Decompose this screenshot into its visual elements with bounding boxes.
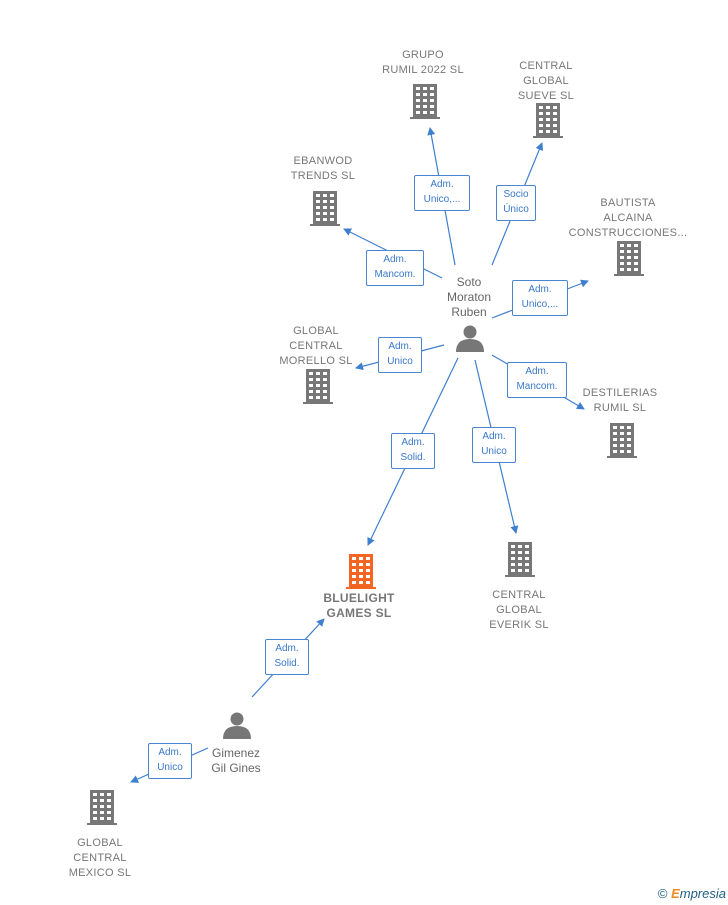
company-label-destilerias[interactable]: DESTILERIAS RUMIL SL bbox=[582, 387, 658, 414]
edge-label-soto-everik[interactable]: Adm. Unico bbox=[472, 427, 516, 463]
edge-label-soto-bluelight[interactable]: Adm. Solid. bbox=[391, 433, 435, 469]
edge-label-soto-ebanwod[interactable]: Adm. Mancom. bbox=[366, 250, 424, 286]
edge-label-gimenez-bluelight[interactable]: Adm. Solid. bbox=[265, 639, 309, 675]
building-icon-destilerias[interactable] bbox=[607, 423, 637, 458]
building-icon-bautista[interactable] bbox=[614, 241, 644, 276]
empresia-logo: © Empresia bbox=[657, 886, 726, 901]
building-icon-mexico[interactable] bbox=[87, 790, 117, 825]
building-icon-everik[interactable] bbox=[505, 542, 535, 577]
company-label-ebanwod[interactable]: EBANWOD TRENDS SL bbox=[290, 155, 356, 182]
edge-label-soto-bautista[interactable]: Adm. Unico,... bbox=[512, 280, 568, 316]
company-label-mexico[interactable]: GLOBAL CENTRAL MEXICO SL bbox=[68, 837, 132, 879]
building-icon-morello[interactable] bbox=[303, 369, 333, 404]
building-icon-ebanwod[interactable] bbox=[310, 191, 340, 226]
company-label-everik[interactable]: CENTRAL GLOBAL EVERIK SL bbox=[489, 589, 549, 631]
edge-label-gimenez-mexico[interactable]: Adm. Unico bbox=[148, 743, 192, 779]
company-label-bautista[interactable]: BAUTISTA ALCAINA CONSTRUCCIONES... bbox=[568, 197, 688, 239]
company-label-morello[interactable]: GLOBAL CENTRAL MORELLO SL bbox=[279, 325, 353, 367]
person-icon-gimenez[interactable] bbox=[223, 712, 251, 740]
building-icon-grupo[interactable] bbox=[410, 84, 440, 119]
building-icon-bluelight[interactable] bbox=[346, 554, 376, 589]
edge-label-soto-morello[interactable]: Adm. Unico bbox=[378, 337, 422, 373]
edge-label-soto-destilerias[interactable]: Adm. Mancom. bbox=[507, 362, 567, 398]
edge-label-soto-grupo[interactable]: Adm. Unico,... bbox=[414, 175, 470, 211]
person-label-gimenez[interactable]: Gimenez Gil Gines bbox=[211, 746, 261, 775]
person-icon-soto[interactable] bbox=[456, 325, 484, 353]
company-label-sueve[interactable]: CENTRAL GLOBAL SUEVE SL bbox=[517, 60, 575, 102]
company-label-bluelight[interactable]: BLUELIGHT GAMES SL bbox=[323, 591, 395, 620]
company-label-grupo[interactable]: GRUPO RUMIL 2022 SL bbox=[382, 49, 464, 76]
edge-label-soto-sueve[interactable]: Socio Único bbox=[496, 185, 536, 221]
person-label-soto[interactable]: Soto Moraton Ruben bbox=[446, 275, 492, 319]
building-icon-sueve[interactable] bbox=[533, 103, 563, 138]
